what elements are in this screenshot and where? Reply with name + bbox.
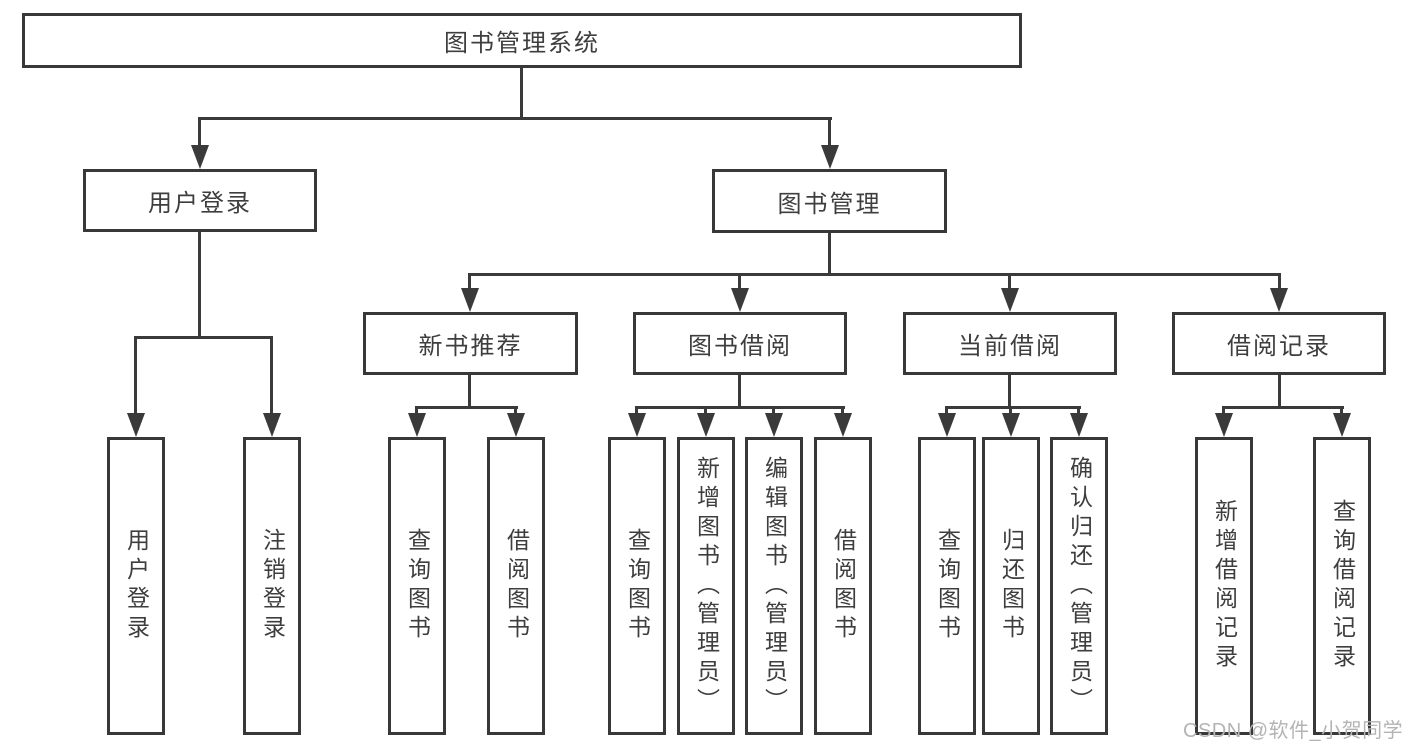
node-label: 借阅图书: [503, 528, 530, 644]
connector-line: [772, 406, 775, 416]
connector-line: [520, 68, 523, 120]
node-label: 查询图书: [934, 528, 961, 644]
node-label: 确认归还（管理员）: [1066, 455, 1093, 717]
leaf-nbr-query-books: 查询图书: [388, 437, 446, 735]
connector-line: [198, 232, 201, 339]
connector-line: [514, 406, 517, 416]
leaf-logout-login: 注销登录: [243, 437, 301, 735]
node-label: 图书管理: [777, 190, 882, 218]
connector-arrowhead: [191, 145, 209, 169]
connector-line: [1340, 406, 1343, 416]
leaf-bb-edit-books-admin: 编辑图书（管理员）: [745, 437, 803, 735]
node-current-borrowing: 当前借阅: [903, 312, 1117, 375]
csdn-watermark: CSDN @软件_小贺同学: [1183, 720, 1404, 742]
connector-line: [635, 406, 845, 409]
connector-arrowhead: [1215, 413, 1233, 437]
connector-line: [704, 406, 707, 416]
leaf-bb-add-books-admin: 新增图书（管理员）: [677, 437, 735, 735]
connector-line: [134, 336, 273, 339]
connector-line: [468, 273, 1281, 276]
node-label: 借阅图书: [830, 528, 857, 644]
connector-line: [738, 273, 741, 291]
node-label: 新增图书（管理员）: [693, 455, 720, 717]
connector-line: [198, 117, 201, 147]
connector-line: [198, 117, 832, 120]
connector-arrowhead: [1333, 413, 1351, 437]
connector-line: [1222, 406, 1225, 416]
node-label: 用户登录: [148, 190, 252, 217]
connector-arrowhead: [127, 413, 145, 437]
node-book-management: 图书管理: [712, 169, 947, 233]
connector-arrowhead: [1070, 413, 1088, 437]
node-book-borrowing: 图书借阅: [633, 312, 847, 375]
connector-arrowhead: [731, 288, 749, 312]
connector-line: [635, 406, 638, 416]
leaf-cb-query-books: 查询图书: [918, 437, 976, 735]
node-label: 归还图书: [998, 528, 1025, 644]
node-label: 查询图书: [624, 528, 651, 644]
node-borrowing-records: 借阅记录: [1172, 312, 1386, 375]
connector-arrowhead: [1001, 288, 1019, 312]
connector-arrowhead: [263, 413, 281, 437]
connector-line: [1008, 273, 1011, 291]
connector-line: [945, 406, 948, 416]
connector-arrowhead: [461, 288, 479, 312]
leaf-cb-confirm-return-admin: 确认归还（管理员）: [1050, 437, 1108, 735]
connector-arrowhead: [507, 413, 525, 437]
connector-arrowhead: [834, 413, 852, 437]
node-label: 新增借阅记录: [1211, 499, 1238, 673]
leaf-bb-borrow-books: 借阅图书: [814, 437, 872, 735]
connector-line: [841, 406, 844, 416]
connector-line: [828, 233, 831, 276]
connector-line: [415, 406, 418, 416]
node-label: 编辑图书（管理员）: [761, 455, 788, 717]
node-label: 图书管理系统: [444, 30, 600, 57]
connector-line: [415, 406, 518, 409]
connector-arrowhead: [821, 145, 839, 169]
node-label: 当前借阅: [958, 333, 1062, 360]
leaf-cb-return-books: 归还图书: [982, 437, 1040, 735]
connector-arrowhead: [765, 413, 783, 437]
connector-line: [1008, 375, 1011, 408]
connector-arrowhead: [408, 413, 426, 437]
connector-line: [1222, 406, 1344, 409]
node-library-system: 图书管理系统: [22, 13, 1022, 68]
leaf-bb-query-books: 查询图书: [608, 437, 666, 735]
node-label: 用户登录: [123, 528, 150, 644]
connector-arrowhead: [1270, 288, 1288, 312]
leaf-br-query-borrow-record: 查询借阅记录: [1313, 437, 1371, 735]
node-label: 新书推荐: [418, 333, 523, 360]
connector-line: [1278, 273, 1281, 291]
connector-line: [134, 336, 137, 416]
node-label: 图书借阅: [688, 333, 792, 360]
connector-line: [738, 375, 741, 408]
connector-line: [468, 375, 471, 408]
node-user-login: 用户登录: [83, 169, 317, 232]
node-label: 查询图书: [404, 528, 431, 644]
leaf-nbr-borrow-books: 借阅图书: [487, 437, 545, 735]
node-label: 借阅记录: [1227, 333, 1331, 360]
leaf-user-login: 用户登录: [107, 437, 165, 735]
connector-line: [1077, 406, 1080, 416]
node-label: 注销登录: [259, 528, 286, 644]
leaf-br-add-borrow-record: 新增借阅记录: [1195, 437, 1253, 735]
connector-line: [945, 406, 1081, 409]
connector-line: [1278, 375, 1281, 408]
connector-arrowhead: [1002, 413, 1020, 437]
connector-arrowhead: [938, 413, 956, 437]
connector-line: [1009, 406, 1012, 416]
connector-line: [828, 117, 831, 147]
node-label: 查询借阅记录: [1329, 499, 1356, 673]
node-new-book-recommend: 新书推荐: [363, 312, 578, 375]
connector-line: [270, 336, 273, 416]
connector-arrowhead: [628, 413, 646, 437]
connector-arrowhead: [697, 413, 715, 437]
connector-line: [468, 273, 471, 291]
